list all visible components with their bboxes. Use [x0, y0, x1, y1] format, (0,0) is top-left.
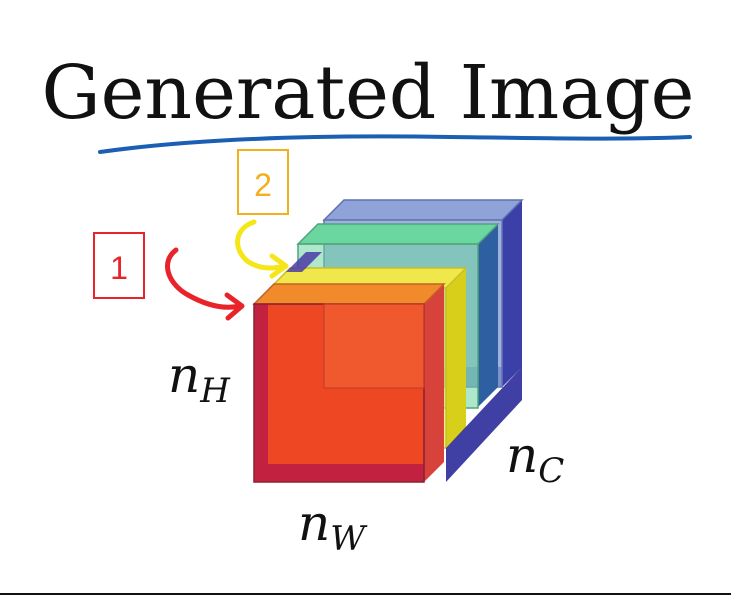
annotation-box-2: [237, 149, 289, 215]
title-underline: [98, 134, 692, 154]
dimension-label-width: nW: [298, 494, 368, 559]
layer-red: [252, 283, 446, 483]
arrow-2-icon: [235, 219, 289, 279]
dimension-label-channels: nC: [506, 426, 564, 491]
annotation-label-2: 2: [254, 167, 272, 203]
volume-cube: [252, 199, 524, 483]
slide-title: Generated Image: [42, 50, 695, 136]
arrow-1-icon: [165, 247, 245, 321]
annotation-label-1: 1: [110, 250, 128, 286]
annotation-box-1: [93, 232, 145, 299]
dimension-label-height: nH: [168, 346, 231, 411]
base-dark-strip: [446, 367, 522, 482]
